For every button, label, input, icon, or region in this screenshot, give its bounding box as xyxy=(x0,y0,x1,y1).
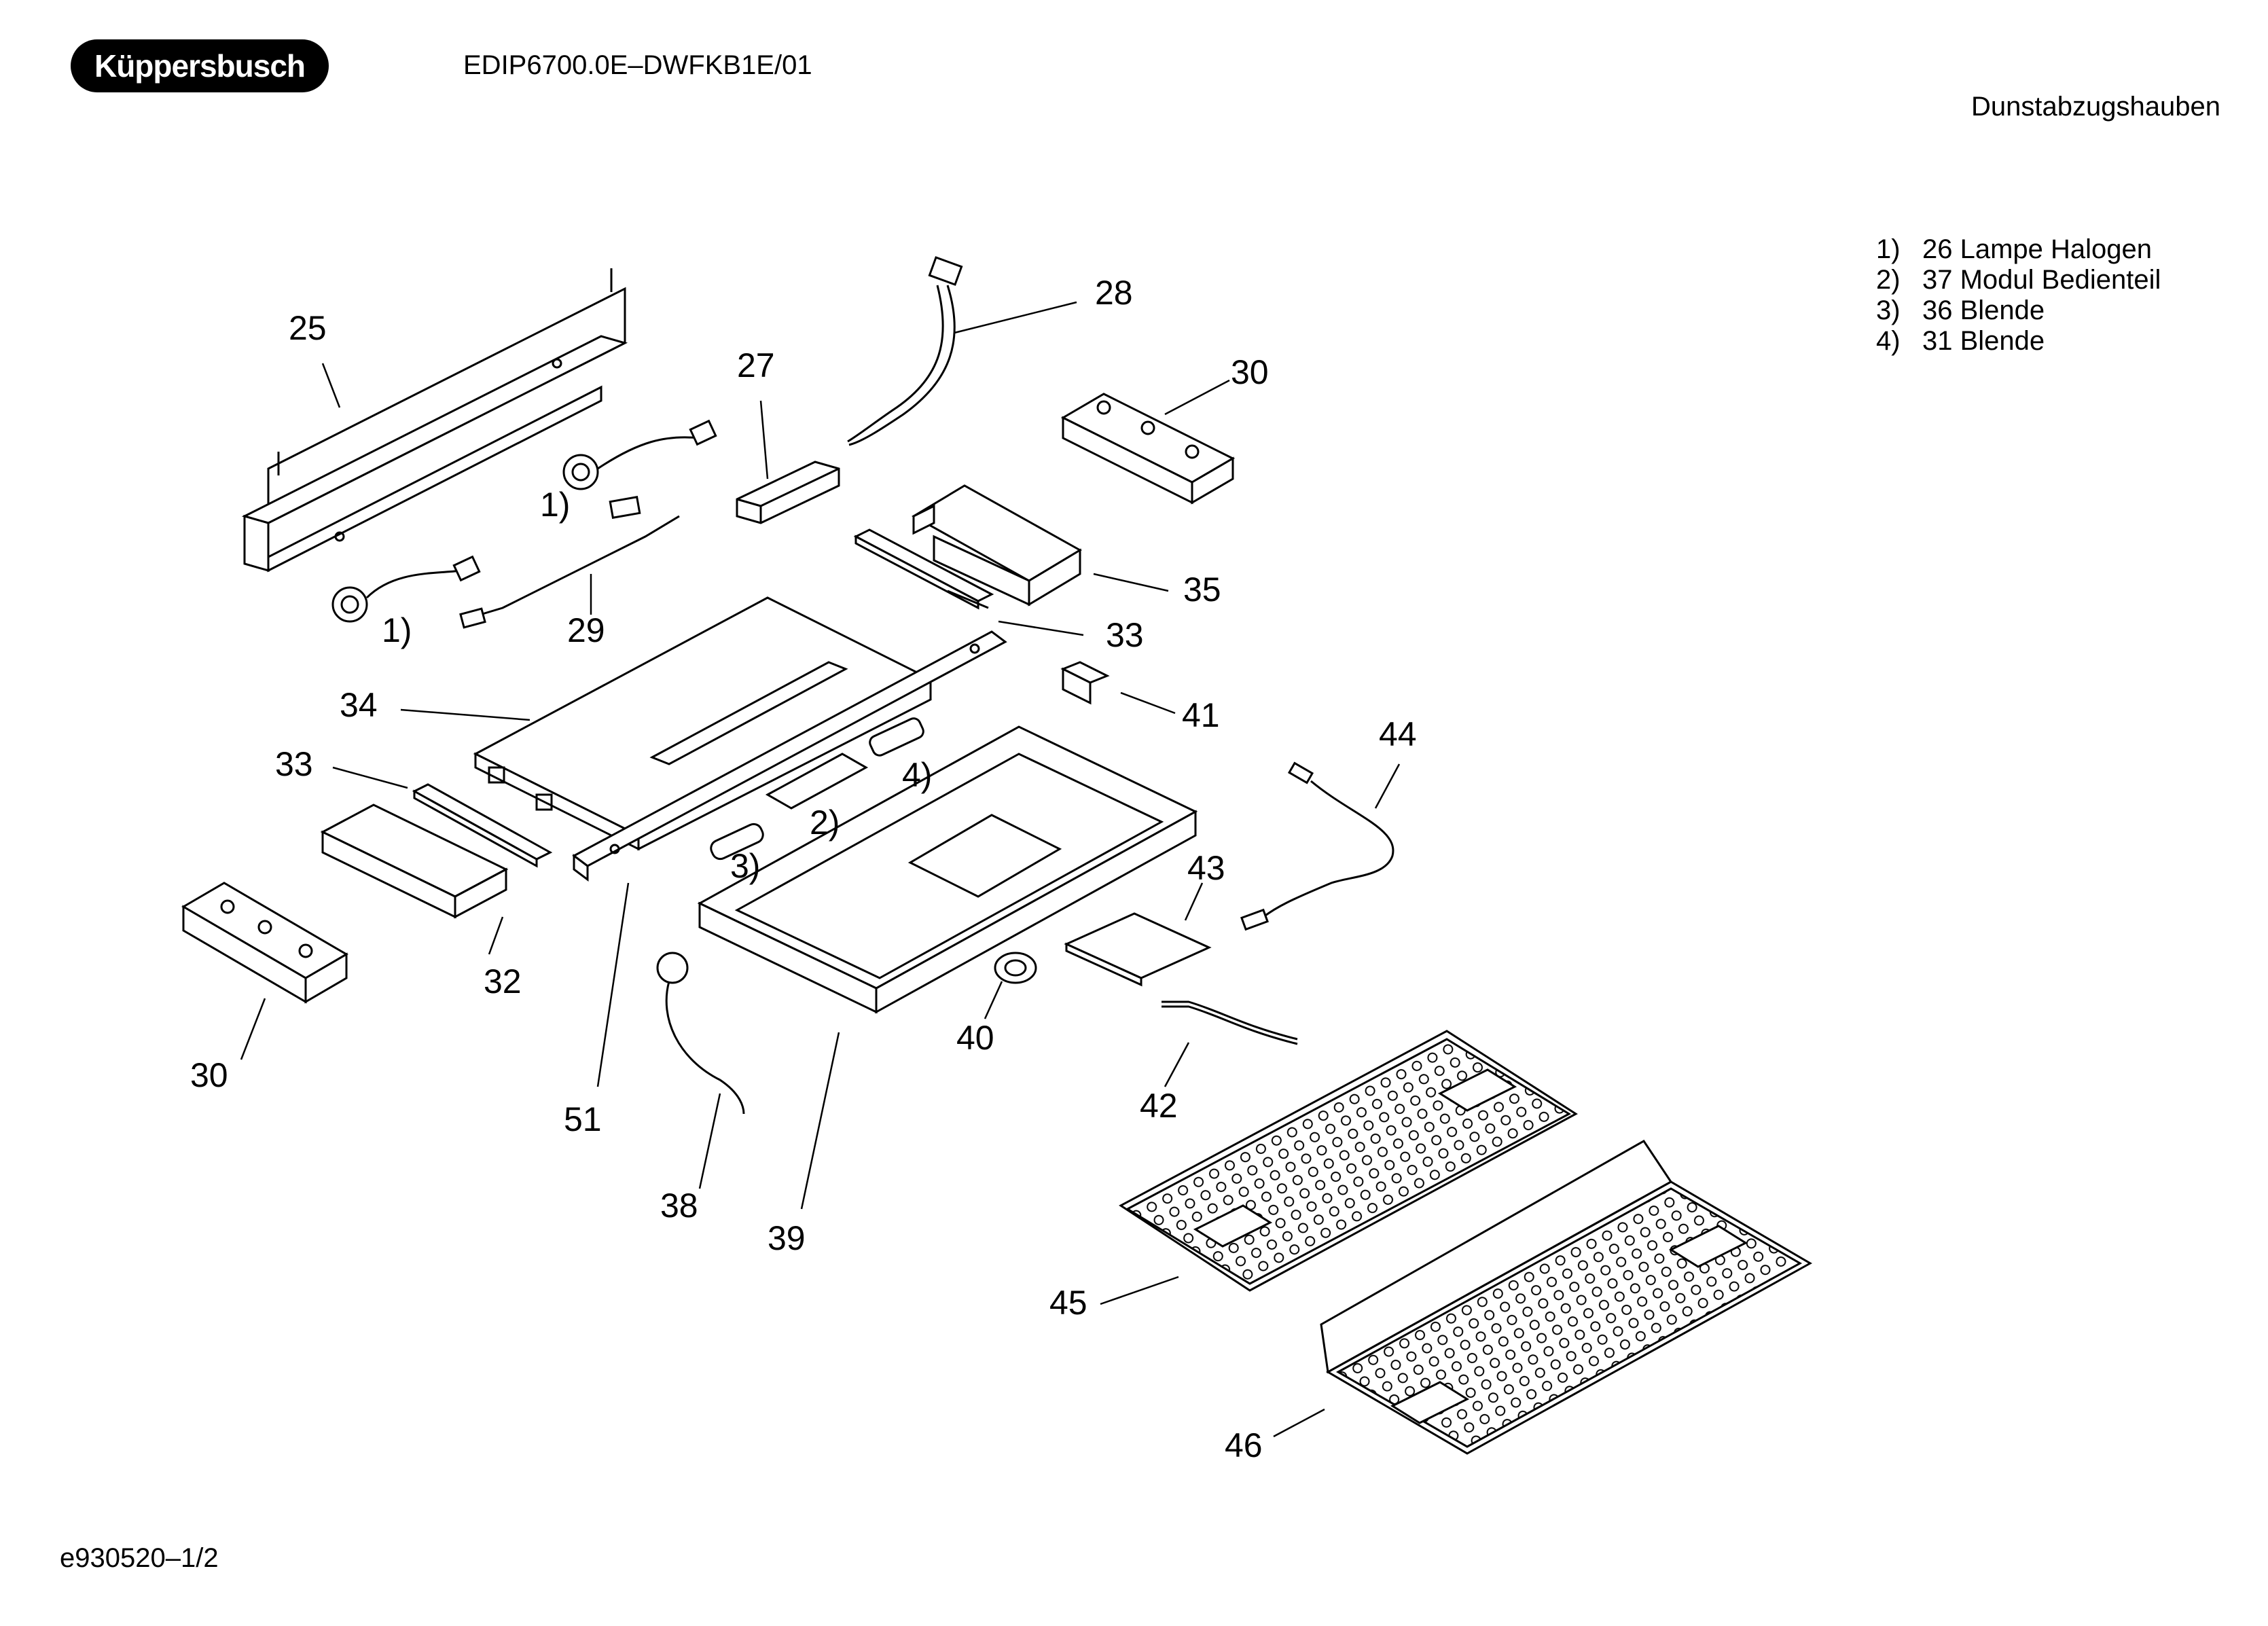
part-33-strip-upper xyxy=(853,528,994,610)
callout-33-left: 33 xyxy=(275,745,313,783)
callout-1-upper: 1) xyxy=(540,486,570,524)
legend-key: 3) xyxy=(1876,295,1901,325)
callout-35: 35 xyxy=(1183,571,1221,609)
part-30-bracket-left xyxy=(181,882,348,1004)
part-29-lamp-cable xyxy=(459,495,680,629)
legend-key: 2) xyxy=(1876,265,1901,295)
part-30-bracket-top xyxy=(1060,393,1236,505)
part-44-sensor-cable xyxy=(1240,761,1394,931)
callout-29: 29 xyxy=(567,611,605,649)
callout-33-upper: 33 xyxy=(1106,616,1144,654)
part-35-control-box xyxy=(912,484,1082,607)
part-51-front-bar xyxy=(572,630,1007,882)
callout-42: 42 xyxy=(1140,1087,1178,1125)
leader-lines xyxy=(240,301,1401,1438)
model-number: EDIP6700.0E–DWFKB1E/01 xyxy=(463,50,812,80)
legend-text: 31 Blende xyxy=(1922,326,2045,356)
callout-27: 27 xyxy=(737,346,775,384)
callout-51: 51 xyxy=(564,1100,602,1138)
callout-38: 38 xyxy=(660,1187,698,1225)
part-38-sensor-cable xyxy=(656,952,745,1115)
legend-text: 36 Blende xyxy=(1922,295,2045,325)
callout-3: 3) xyxy=(730,847,760,885)
callout-32: 32 xyxy=(484,962,522,1000)
legend-row: 4) 31 Blende xyxy=(1876,326,2161,357)
part-39-base-frame xyxy=(697,725,1198,1014)
callout-34: 34 xyxy=(340,686,378,724)
part-28-cable xyxy=(847,256,963,446)
part-41-switch xyxy=(1060,661,1110,705)
part-27-transformer xyxy=(736,460,840,524)
legend-row: 2) 37 Modul Bedienteil xyxy=(1876,265,2161,295)
document-reference: e930520–1/2 xyxy=(60,1543,219,1573)
callout-45: 45 xyxy=(1049,1284,1087,1322)
part-halogen-lamp-upper xyxy=(562,419,717,490)
legend-text: 26 Lampe Halogen xyxy=(1922,234,2153,264)
part-control-module xyxy=(765,753,869,810)
brand-logo: Küppersbusch xyxy=(71,39,329,92)
callout-30-top: 30 xyxy=(1231,353,1269,391)
callout-39: 39 xyxy=(768,1219,806,1257)
callout-labels: 25 27 28 30 1) 1) 29 35 33 34 33 41 44 4… xyxy=(190,274,1417,1464)
part-43-circuit-board xyxy=(1064,912,1212,987)
part-halogen-lamp-lower xyxy=(331,555,481,623)
part-32-side-box xyxy=(320,803,509,919)
part-45-grease-filter xyxy=(1119,1030,1578,1292)
part-42-ribbon-cable xyxy=(1162,1000,1298,1045)
callout-30-left: 30 xyxy=(190,1056,228,1094)
callout-41: 41 xyxy=(1182,696,1220,734)
callout-1-lower: 1) xyxy=(382,611,412,649)
part-25-rail xyxy=(241,268,628,573)
legend-key: 1) xyxy=(1876,234,1901,264)
callout-28: 28 xyxy=(1095,274,1133,312)
callout-25: 25 xyxy=(289,309,327,347)
callout-4: 4) xyxy=(902,756,932,794)
legend-key: 4) xyxy=(1876,326,1901,356)
callout-40: 40 xyxy=(956,1019,994,1057)
part-34-housing xyxy=(473,596,933,851)
callout-43: 43 xyxy=(1187,849,1225,887)
part-cover-36 xyxy=(710,823,764,861)
category-label: Dunstabzugshauben xyxy=(1971,92,2220,122)
part-46-grease-filter xyxy=(1320,1140,1813,1455)
legend-row: 3) 36 Blende xyxy=(1876,295,2161,326)
part-cover-31 xyxy=(869,717,924,757)
callout-44: 44 xyxy=(1379,715,1417,753)
legend-row: 1) 26 Lampe Halogen xyxy=(1876,234,2161,265)
callout-46: 46 xyxy=(1225,1426,1263,1464)
part-40-fitting xyxy=(994,952,1037,984)
legend: 1) 26 Lampe Halogen 2) 37 Modul Bedienteil… xyxy=(1876,234,2161,357)
legend-text: 37 Modul Bedienteil xyxy=(1922,265,2161,295)
part-33-strip-left xyxy=(412,783,553,868)
callout-2: 2) xyxy=(810,803,840,842)
